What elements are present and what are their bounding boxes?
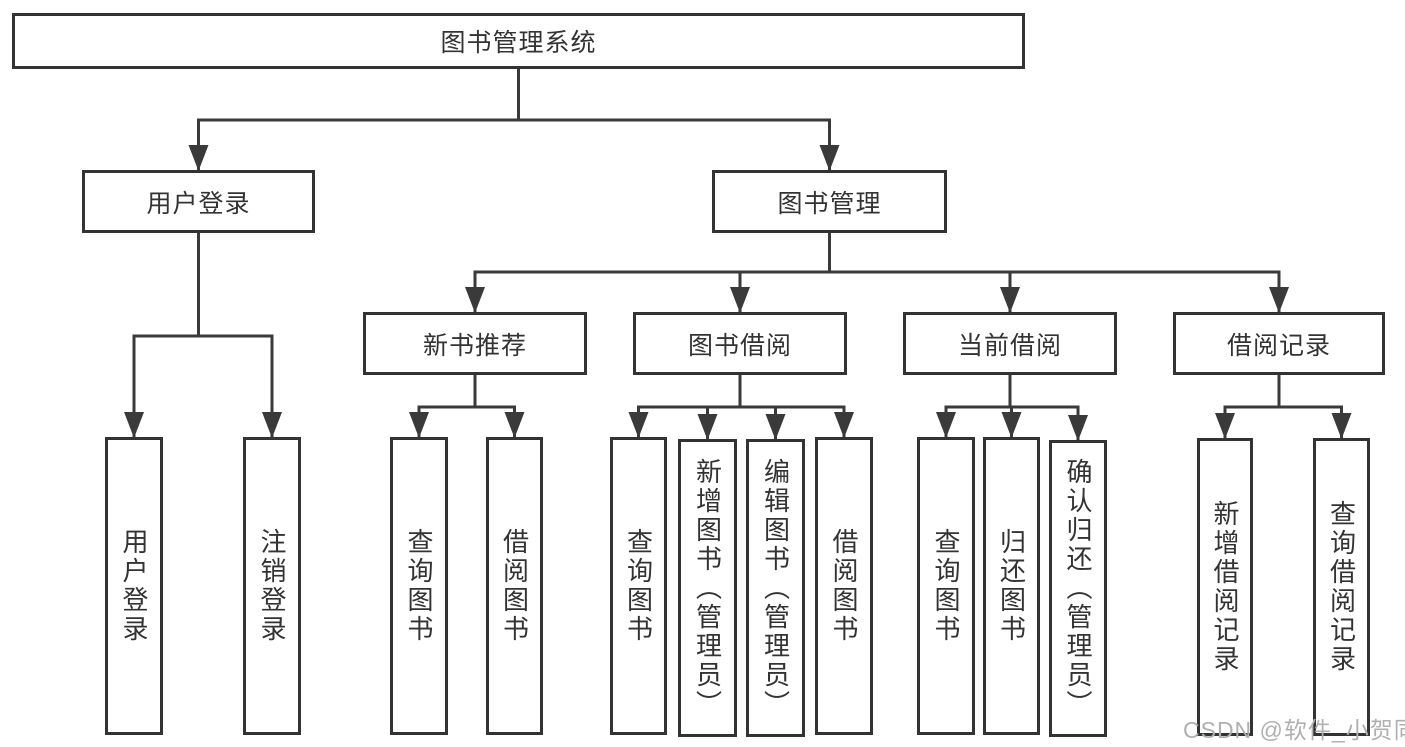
node-cur-query: 查询图书 [917,437,975,735]
node-label-borrow: 图书借阅 [687,331,792,360]
node-label-bor-edit: 编辑图书（管理员） [760,457,791,719]
node-label-rec-borrow: 借阅图书 [499,528,530,644]
node-records: 借阅记录 [1173,312,1385,375]
node-cur-confirm: 确认归还（管理员） [1049,440,1107,737]
node-label-bor-query: 查询图书 [623,528,654,644]
node-label-logout: 注销登录 [257,528,287,644]
node-label-bor-add: 新增图书（管理员） [692,457,723,719]
node-label-login: 用户登录 [146,189,251,218]
node-rd-query: 查询借阅记录 [1313,438,1370,736]
node-borrow: 图书借阅 [633,312,847,375]
node-label-rec: 新书推荐 [422,331,527,360]
node-label-cur-confirm: 确认归还（管理员） [1063,458,1093,719]
node-rec: 新书推荐 [363,312,587,375]
node-label-rd-query: 查询借阅记录 [1326,500,1357,674]
node-label-rec-query: 查询图书 [404,528,434,644]
node-cur-return: 归还图书 [983,437,1040,735]
node-label-user-login: 用户登录 [119,528,149,644]
watermark: CSDN @软件_小贺同学 [1183,717,1405,743]
node-bor-add: 新增图书（管理员） [678,439,737,737]
node-root: 图书管理系统 [12,13,1025,69]
node-rd-add: 新增借阅记录 [1197,438,1253,736]
node-rec-query: 查询图书 [390,437,448,735]
node-login: 用户登录 [82,170,315,233]
node-label-cur-query: 查询图书 [931,528,961,644]
node-label-rd-add: 新增借阅记录 [1210,500,1240,674]
node-label-mgmt: 图书管理 [777,189,882,218]
node-bor-borrow: 借阅图书 [815,437,873,735]
node-bor-query: 查询图书 [610,437,667,735]
node-mgmt: 图书管理 [712,170,947,233]
node-label-records: 借阅记录 [1226,331,1331,360]
node-user-login: 用户登录 [105,437,163,735]
node-label-current: 当前借阅 [957,331,1062,360]
node-logout: 注销登录 [243,437,301,735]
node-label-root: 图书管理系统 [440,29,597,57]
node-bor-edit: 编辑图书（管理员） [746,439,805,737]
node-current: 当前借阅 [903,312,1117,375]
node-rec-borrow: 借阅图书 [486,437,543,735]
node-label-cur-return: 归还图书 [996,528,1027,644]
node-label-bor-borrow: 借阅图书 [829,528,859,644]
